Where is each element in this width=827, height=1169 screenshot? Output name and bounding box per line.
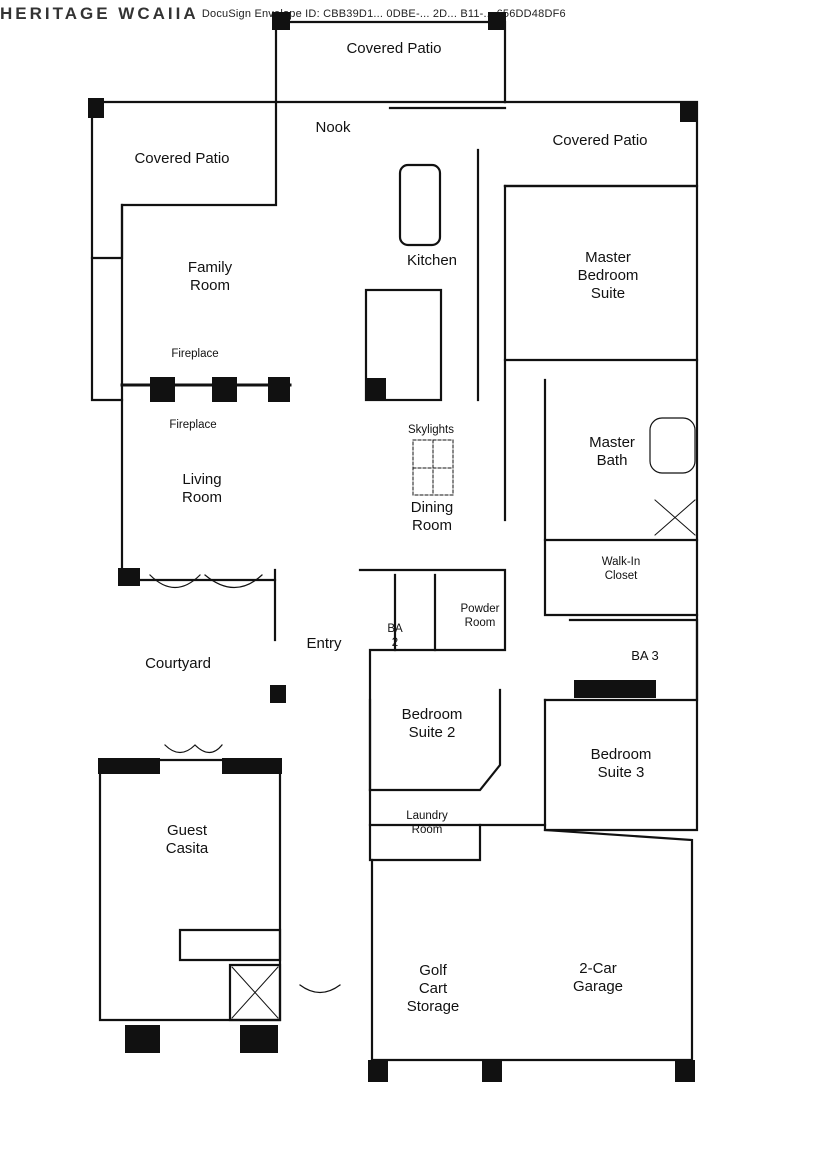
document-header: HERITAGE WCAIIA DocuSign Envelope ID: CB… [0,4,566,24]
patio-left-outline [90,100,278,260]
label-skylights: Skylights [407,424,455,436]
community-mark: HERITAGE WCAIIA [0,4,199,23]
garage-walls [370,828,694,1062]
label-fireplace-lower: Fireplace [169,419,217,431]
kitchen-island [398,163,442,247]
room-covered-patio-top: Covered Patio [346,40,442,57]
room-nook: Nook [315,119,351,136]
room-ba-3: BA 3 [631,648,659,663]
casita-walls [98,758,282,1022]
room-covered-patio-right: Covered Patio [552,132,648,149]
label-fireplace-upper: Fireplace [171,348,219,360]
room-covered-patio-left: Covered Patio [134,150,230,167]
envelope-id: DocuSign Envelope ID: CBB39D1... 0DBE-..… [201,7,566,20]
patio-top-outline [274,20,507,104]
room-kitchen: Kitchen [406,252,458,269]
room-courtyard: Courtyard [145,655,211,672]
master-wing-walls [503,184,699,832]
room-entry: Entry [306,635,342,652]
left-bump [90,256,124,402]
kitchen-peninsula [364,288,443,402]
